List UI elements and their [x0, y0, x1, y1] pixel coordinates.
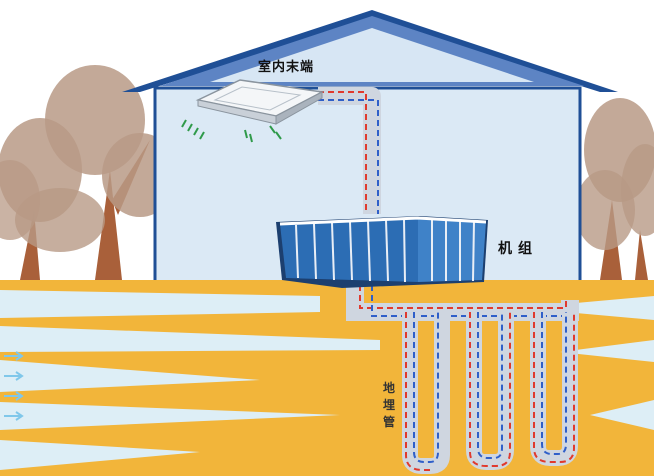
ground-pipe-label: 地埋管 — [383, 381, 396, 429]
tree-icon — [575, 98, 654, 280]
indoor-terminal-label: 室内末端 — [258, 60, 315, 75]
ceiling-cassette-icon — [195, 79, 325, 125]
air-flow-arrow-icon — [181, 119, 282, 143]
air-flow-arrow-icon — [4, 351, 24, 421]
heat-pump-unit-icon — [276, 216, 488, 288]
pipe-network — [318, 87, 579, 474]
unit-label: 机组 — [498, 241, 538, 257]
